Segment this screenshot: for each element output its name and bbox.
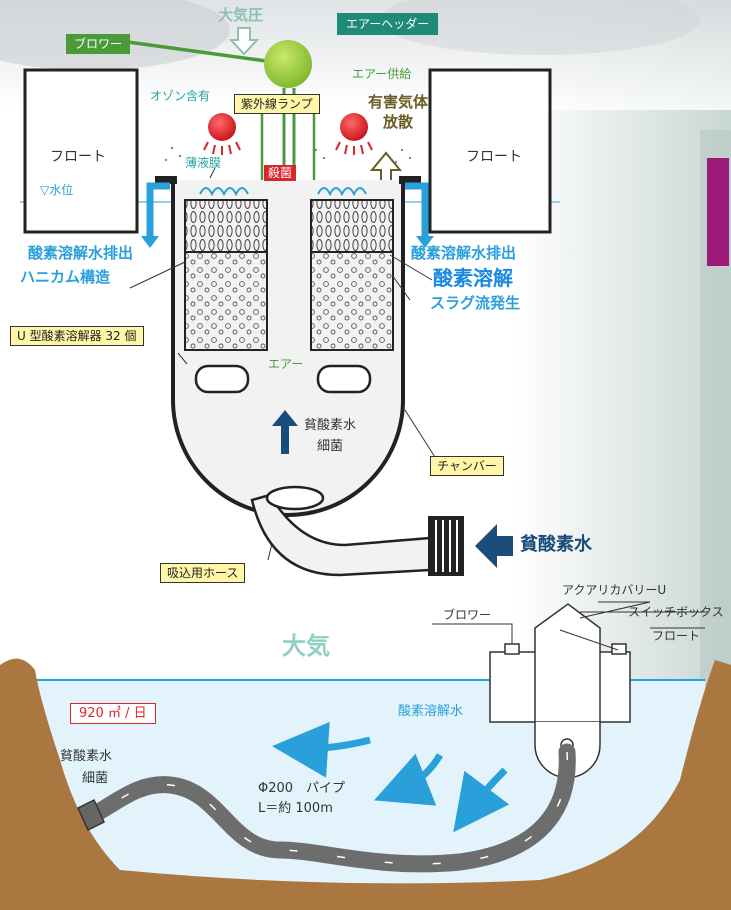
atmosphere-label: 大気 xyxy=(282,632,330,660)
device-body xyxy=(534,603,601,723)
u-type-label: U 型酸素溶解器 32 個 xyxy=(10,326,144,346)
float-left-body xyxy=(23,68,139,234)
poor-oxygen-bacteria-label: 貧酸素水 細菌 xyxy=(304,418,357,454)
lake-bed xyxy=(0,658,731,910)
slug-flow-label: スラグ流発生 xyxy=(430,294,521,312)
air-header-label: エアーヘッダー xyxy=(337,13,439,35)
blower-label: ブロワー xyxy=(66,34,131,54)
discharge-arrow-left xyxy=(146,182,170,238)
upflow-arrow xyxy=(272,410,298,454)
poor-oxygen-water-label: 貧酸素水 xyxy=(520,534,592,555)
uv-lamp-label: 紫外線ランプ xyxy=(234,94,320,114)
thin-film-left xyxy=(199,187,249,197)
pipe-spec-label: Φ200 パイプ xyxy=(258,781,346,796)
air-supply-label: エアー供給 xyxy=(352,67,412,81)
switch-box-label: スイッチボックス xyxy=(628,605,724,619)
air-header-ball xyxy=(264,40,312,88)
sterilize-label: 殺菌 xyxy=(264,165,297,181)
side-bar xyxy=(707,158,729,266)
float-left-label: フロート xyxy=(50,149,106,165)
intake-hose xyxy=(250,493,432,577)
device-float-label: フロート xyxy=(652,629,701,643)
pressure-arrow xyxy=(228,27,260,56)
thin-film-label: 薄液膜 xyxy=(185,156,222,170)
flow-rate-label: 920 ㎥ / 日 xyxy=(70,703,156,724)
dissolver-right xyxy=(310,199,394,394)
honeycomb-label: ハニカム構造 xyxy=(20,268,111,286)
pipe-length-label: L＝約 100m xyxy=(258,801,333,816)
device-blower-label: ブロワー xyxy=(443,608,492,622)
gas-release-label: 有害気体 放散 xyxy=(368,93,429,131)
discharge-right-label: 酸素溶解水排出 xyxy=(411,244,517,262)
dissolver-left xyxy=(184,199,268,394)
hose-strainer xyxy=(428,516,464,576)
thin-film-right xyxy=(317,187,367,197)
ozone-label: オゾン含有 xyxy=(150,89,211,103)
lake-bacteria-label: 細菌 xyxy=(82,771,109,786)
dissolved-water-label: 酸素溶解水 xyxy=(398,704,464,719)
discharge-left-label: 酸素溶解水排出 xyxy=(28,244,134,262)
float-right-body xyxy=(428,68,552,234)
discharge-arrow-right xyxy=(405,182,429,238)
intake-hose-label: 吸込用ホース xyxy=(160,563,246,583)
aqua-recovery-label: アクアリカバリーU xyxy=(562,583,667,597)
air-label: エアー xyxy=(268,357,304,371)
uv-lamp-right xyxy=(340,113,368,141)
chamber-label: チャンバー xyxy=(430,456,504,476)
lake-poor-oxygen-label: 貧酸素水 xyxy=(60,749,113,764)
atmospheric-pressure-label: 大気圧 xyxy=(218,6,264,24)
blower-pipe xyxy=(127,40,289,66)
float-right-label: フロート xyxy=(466,149,522,165)
uv-lamp-left xyxy=(208,113,236,141)
water-level-label: ▽水位 xyxy=(40,183,74,197)
inflow-arrow xyxy=(475,524,513,568)
pipe-intake-head xyxy=(77,798,105,832)
oxygen-dissolve-label: 酸素溶解 xyxy=(433,266,513,290)
